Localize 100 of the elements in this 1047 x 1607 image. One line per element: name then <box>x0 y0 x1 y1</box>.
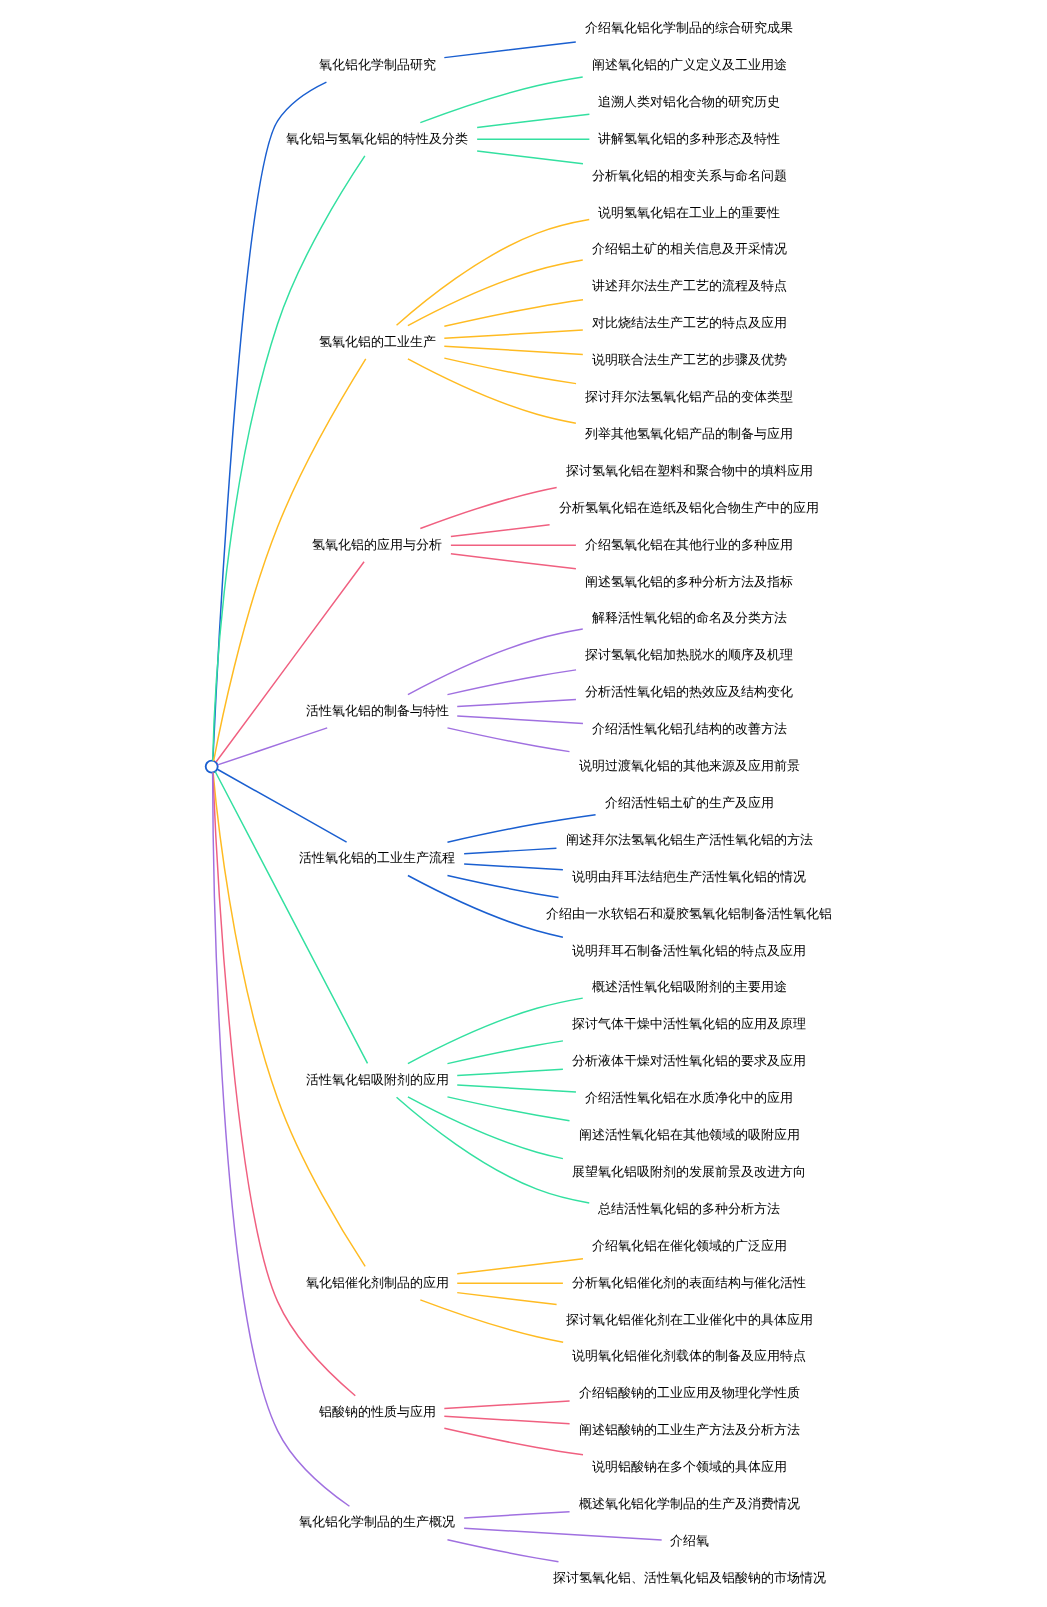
connector <box>407 997 584 1065</box>
connector <box>211 771 351 1507</box>
node-text: 对比烧结法生产工艺的特点及应用 <box>591 315 787 331</box>
node-text: 铝酸钠的性质与应用 <box>318 1403 436 1419</box>
connector <box>443 1427 584 1456</box>
node-text: 说明拜耳石制备活性氧化铝的特点及应用 <box>572 942 807 958</box>
connector <box>476 138 591 140</box>
node-text: 氧化铝化学制品的生产概况 <box>299 1514 456 1530</box>
connector <box>446 1538 560 1563</box>
node-text: 说明铝酸钠在多个领域的具体应用 <box>591 1459 787 1475</box>
node-text: 探讨氢氧化铝加热脱水的顺序及机理 <box>585 647 794 663</box>
connector <box>395 1096 590 1204</box>
connector <box>456 1068 564 1077</box>
connector <box>446 1096 571 1122</box>
connector <box>450 544 577 546</box>
node-text: 介绍活性氧化铝孔结构的改善方法 <box>591 721 787 737</box>
connector <box>419 76 584 124</box>
node-text: 探讨氧化铝催化剂在工业催化中的具体应用 <box>565 1311 813 1327</box>
node-text: 探讨拜尔法氢氧化铝产品的变体类型 <box>585 389 794 404</box>
node-text: 介绍氧化铝化学制品的综合研究成果 <box>585 19 794 35</box>
node-text: 分析氧化铝的相变关系与命名问题 <box>591 167 787 183</box>
connector <box>476 150 584 165</box>
connector <box>407 874 564 938</box>
node-text: 氢氧化铝的应用与分析 <box>312 536 443 552</box>
node-text: 讲解氢氧化铝的多种形态及特性 <box>598 130 781 146</box>
connector <box>443 329 584 340</box>
connector <box>446 1040 564 1065</box>
node-text: 氧化铝化学制品研究 <box>318 56 436 72</box>
node-text: 介绍活性铝土矿的生产及应用 <box>604 794 774 810</box>
connector <box>463 847 558 855</box>
connector <box>212 771 357 1397</box>
node-text: 活性氧化铝吸附剂的应用 <box>305 1071 449 1087</box>
node-text: 讲述拜尔法生产工艺的流程及特点 <box>591 278 787 294</box>
node-circle <box>204 759 219 774</box>
node-text: 概述氧化铝化学制品的生产及消费情况 <box>578 1496 800 1512</box>
connector <box>443 345 584 356</box>
connector <box>443 1415 571 1425</box>
node-text: 介绍铝酸钠的工业应用及物理化学性质 <box>578 1385 800 1401</box>
connector <box>456 1282 564 1284</box>
connector <box>446 874 560 899</box>
node-text: 展望氧化铝吸附剂的发展前景及改进方向 <box>572 1163 807 1179</box>
connector <box>446 669 577 696</box>
node-text: 总结活性氧化铝的多种分析方法 <box>598 1200 781 1216</box>
node-text: 列举其他氢氧化铝产品的制备与应用 <box>585 425 794 441</box>
connector <box>463 863 564 871</box>
connector <box>443 1400 571 1410</box>
connector <box>216 727 328 766</box>
connector <box>456 715 584 725</box>
connector <box>407 259 584 327</box>
node-text: 分析氢氧化铝在造纸及铝化合物生产中的应用 <box>559 499 820 515</box>
node-text: 探讨氢氧化铝在塑料和聚合物中的填料应用 <box>565 462 813 478</box>
node-text: 介绍氧化铝在催化领域的广泛应用 <box>591 1237 787 1253</box>
connector <box>419 1299 564 1343</box>
node-text: 活性氧化铝的制备与特性 <box>305 702 449 718</box>
connector <box>456 1258 584 1275</box>
connector <box>212 358 367 762</box>
node-text: 介绍由一水软铝石和凝胶氢氧化铝制备活性氧化铝 <box>546 905 833 921</box>
node-text: 活性氧化铝的工业生产流程 <box>299 850 456 866</box>
node-text: 说明氧化铝催化剂载体的制备及应用特点 <box>572 1348 807 1364</box>
connector <box>214 770 369 1065</box>
connector <box>443 299 584 328</box>
node-text: 介绍氢氧化铝在其他行业的多种应用 <box>585 536 794 552</box>
node-text: 说明联合法生产工艺的步骤及优势 <box>591 352 787 368</box>
node-text: 概述活性氧化铝吸附剂的主要用途 <box>591 979 787 995</box>
node-text: 介绍铝土矿的相关信息及开采情况 <box>591 241 787 257</box>
connector <box>407 358 577 424</box>
node-text: 探讨气体干燥中活性氧化铝的应用及原理 <box>572 1016 807 1032</box>
node-text: 介绍氧 <box>669 1532 709 1548</box>
node-text: 探讨氢氧化铝、活性氧化铝及铝酸钠的市场情况 <box>552 1569 826 1585</box>
connector <box>419 486 558 530</box>
node-text: 氧化铝与氢氧化铝的特性及分类 <box>286 130 469 146</box>
connector <box>395 218 590 326</box>
connector <box>476 113 591 129</box>
connector <box>443 357 577 385</box>
connector <box>212 155 366 762</box>
connector <box>456 698 577 708</box>
connector <box>215 561 365 763</box>
node-text: 阐述氧化铝的广义定义及工业用途 <box>591 56 787 72</box>
connector <box>463 1510 571 1519</box>
connector <box>450 524 551 538</box>
node-text: 阐述铝酸钠的工业生产方法及分析方法 <box>578 1422 800 1438</box>
connector <box>450 553 577 570</box>
node-text: 氧化铝催化剂制品的应用 <box>305 1274 449 1290</box>
connector <box>446 727 571 753</box>
node-text: 阐述拜尔法氢氧化铝生产活性氧化铝的方法 <box>565 831 813 847</box>
connector <box>456 1084 577 1093</box>
node-text: 分析氧化铝催化剂的表面结构与催化活性 <box>572 1274 807 1290</box>
node-text: 阐述氢氧化铝的多种分析方法及指标 <box>585 573 794 589</box>
connector <box>443 41 577 59</box>
connector <box>463 1527 663 1541</box>
node-text: 分析液体干燥对活性氧化铝的要求及应用 <box>572 1053 807 1069</box>
node-text: 解释活性氧化铝的命名及分类方法 <box>591 610 787 626</box>
connector <box>216 768 348 843</box>
connector <box>407 1096 564 1160</box>
node-text: 介绍活性氧化铝在水质净化中的应用 <box>585 1090 794 1106</box>
connector <box>456 1291 558 1306</box>
node-text: 阐述活性氧化铝在其他领域的吸附应用 <box>578 1127 800 1143</box>
node-text: 分析活性氧化铝的热效应及结构变化 <box>585 684 794 700</box>
connector <box>407 628 584 696</box>
connector <box>446 813 597 843</box>
